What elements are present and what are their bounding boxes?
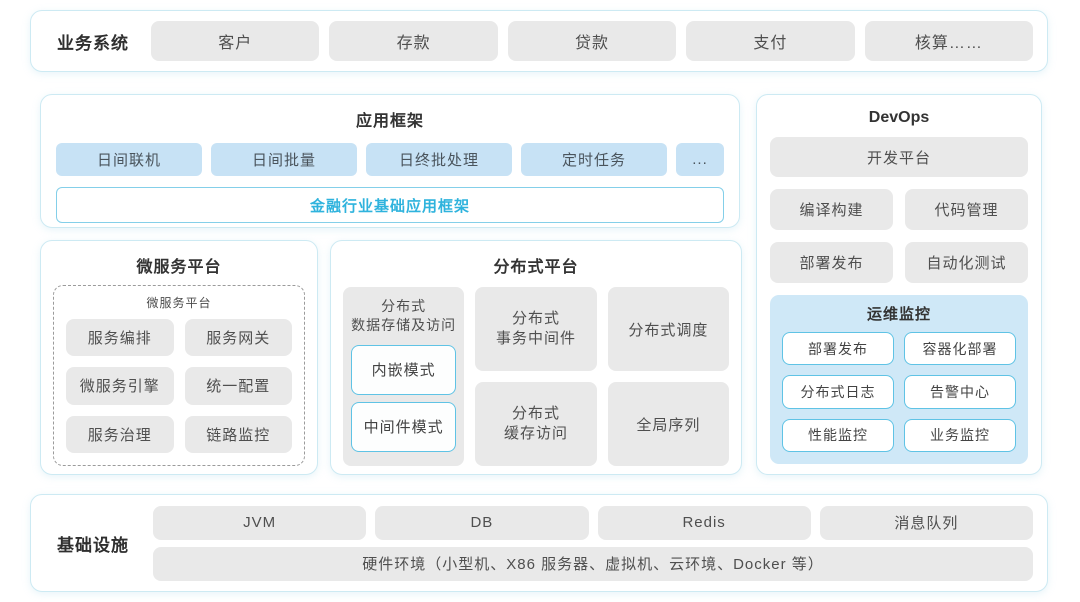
infrastructure-body: JVM DB Redis 消息队列 硬件环境（小型机、X86 服务器、虚拟机、云…: [153, 505, 1033, 581]
monitor-box-business-monitoring: 业务监控: [904, 418, 1016, 452]
dist-box-cache-access: 分布式 缓存访问: [475, 382, 597, 466]
section-business-systems: 业务系统 客户 存款 贷款 支付 核算……: [30, 10, 1048, 72]
infra-box-message-queue: 消息队列: [819, 505, 1033, 540]
appfw-box-eod-batch: 日终批处理: [366, 143, 512, 176]
ops-monitoring-grid: 部署发布 容器化部署 分布式日志 告警中心 性能监控 业务监控: [782, 332, 1016, 452]
dist-box-middleware-mode: 中间件模式: [351, 401, 457, 452]
devops-box-automated-testing: 自动化测试: [905, 242, 1028, 283]
infra-box-hardware-environment: 硬件环境（小型机、X86 服务器、虚拟机、云环境、Docker 等）: [153, 546, 1033, 581]
dist-box-transaction-middleware: 分布式 事务中间件: [475, 287, 597, 371]
dist-storage-title: 分布式 数据存储及访问: [351, 298, 457, 333]
appfw-box-daytime-online: 日间联机: [56, 143, 202, 176]
ops-monitoring-panel: 运维监控 部署发布 容器化部署 分布式日志 告警中心 性能监控 业务监控: [770, 295, 1028, 464]
micro-box-service-gateway: 服务网关: [184, 319, 292, 357]
section-app-framework: 应用框架 日间联机 日间批量 日终批处理 定时任务 ... 金融行业基础应用框架: [40, 94, 740, 228]
business-box-deposit: 存款: [329, 21, 498, 61]
app-framework-title: 应用框架: [355, 113, 424, 130]
micro-box-trace-monitoring: 链路监控: [184, 415, 292, 453]
microservice-grid: 服务编排 服务网关 微服务引擎 统一配置 服务治理 链路监控: [66, 319, 292, 453]
appfw-box-scheduled-task: 定时任务: [521, 143, 667, 176]
dist-box-embedded-mode: 内嵌模式: [351, 344, 457, 395]
dist-box-distributed-scheduling: 分布式调度: [607, 287, 729, 371]
devops-box-compile-build: 编译构建: [770, 189, 893, 230]
micro-box-unified-config: 统一配置: [184, 367, 292, 405]
business-box-payment: 支付: [686, 21, 855, 61]
infra-box-db: DB: [375, 505, 589, 540]
section-distributed-platform: 分布式平台 分布式 数据存储及访问 内嵌模式 中间件模式 分布式 事务中间件 分…: [330, 240, 742, 475]
app-framework-row: 日间联机 日间批量 日终批处理 定时任务 ...: [56, 143, 724, 176]
devops-grid: 编译构建 代码管理 部署发布 自动化测试: [770, 189, 1028, 283]
infrastructure-label: 基础设施: [57, 535, 129, 555]
monitor-box-performance-monitoring: 性能监控: [782, 418, 894, 452]
appfw-base-framework: 金融行业基础应用框架: [56, 187, 724, 223]
microservice-platform-title: 微服务平台: [136, 259, 222, 276]
devops-box-deploy-release: 部署发布: [770, 242, 893, 283]
section-devops: DevOps 开发平台 编译构建 代码管理 部署发布 自动化测试 运维监控 部署…: [756, 94, 1042, 475]
devops-title: DevOps: [868, 109, 930, 126]
microservice-inner-title: 微服务平台: [146, 296, 212, 310]
dist-box-global-sequence: 全局序列: [607, 382, 729, 466]
monitor-box-deploy-release: 部署发布: [782, 332, 894, 366]
appfw-box-ellipsis: ...: [676, 143, 724, 176]
appfw-box-daytime-batch: 日间批量: [211, 143, 357, 176]
micro-box-service-governance: 服务治理: [66, 415, 174, 453]
ops-monitoring-title: 运维监控: [866, 306, 931, 323]
business-box-loan: 贷款: [507, 21, 677, 61]
infrastructure-row: JVM DB Redis 消息队列: [153, 505, 1033, 540]
section-microservice-platform: 微服务平台 微服务平台 服务编排 服务网关 微服务引擎 统一配置 服务治理 链路…: [40, 240, 318, 475]
micro-box-service-orchestration: 服务编排: [66, 319, 174, 357]
monitor-box-distributed-log: 分布式日志: [782, 375, 894, 409]
infra-box-redis: Redis: [597, 505, 811, 540]
infra-box-jvm: JVM: [153, 505, 367, 540]
business-box-customer: 客户: [151, 21, 320, 61]
monitor-box-alert-center: 告警中心: [904, 375, 1016, 409]
business-box-accounting: 核算……: [864, 21, 1034, 61]
microservice-dashed-box: 微服务平台 服务编排 服务网关 微服务引擎 统一配置 服务治理 链路监控: [53, 285, 305, 466]
micro-box-microservice-engine: 微服务引擎: [66, 367, 174, 405]
distributed-platform-title: 分布式平台: [493, 259, 579, 276]
devops-box-dev-platform: 开发平台: [770, 137, 1028, 177]
distributed-grid: 分布式 数据存储及访问 内嵌模式 中间件模式 分布式 事务中间件 分布式调度 分…: [343, 287, 729, 466]
monitor-box-containerized-deploy: 容器化部署: [904, 332, 1016, 366]
dist-box-data-storage-access: 分布式 数据存储及访问 内嵌模式 中间件模式: [343, 287, 465, 466]
section-infrastructure: 基础设施 JVM DB Redis 消息队列 硬件环境（小型机、X86 服务器、…: [30, 494, 1048, 592]
devops-box-code-management: 代码管理: [905, 189, 1028, 230]
business-systems-label: 业务系统: [57, 33, 129, 53]
